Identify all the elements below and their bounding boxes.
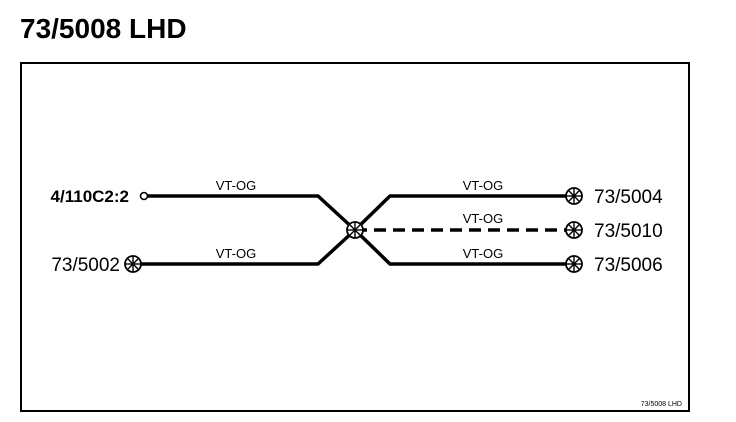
center-splice-icon	[346, 221, 364, 239]
splice-icon	[565, 221, 583, 239]
small-ring-icon	[139, 191, 149, 201]
wire-left-bottom	[141, 228, 357, 266]
endpoint-label-right-middle: 73/5010	[594, 221, 663, 242]
wire-left-top	[148, 194, 357, 232]
endpoint-label-left-bottom: 73/5002	[51, 255, 120, 276]
wire-right-top	[353, 194, 566, 232]
diagram-frame	[20, 62, 690, 412]
wire-label-left-bottom: VT-OG	[216, 246, 256, 261]
footer-label: 73/5008 LHD	[641, 401, 682, 408]
endpoint-label-left-top: 4/110C2:2	[51, 187, 129, 206]
wire-label-right-top: VT-OG	[463, 178, 503, 193]
wire-label-right-bottom: VT-OG	[463, 246, 503, 261]
splice-icon	[565, 255, 583, 273]
wire-right-bottom	[353, 228, 566, 266]
page-title: 73/5008 LHD	[20, 13, 187, 44]
wire-label-left-top: VT-OG	[216, 178, 256, 193]
endpoint-label-right-bottom: 73/5006	[594, 255, 663, 276]
splice-icon	[565, 187, 583, 205]
splice-icon	[124, 255, 142, 273]
wire-label-right-middle: VT-OG	[463, 211, 503, 226]
endpoint-label-right-top: 73/5004	[594, 187, 663, 208]
